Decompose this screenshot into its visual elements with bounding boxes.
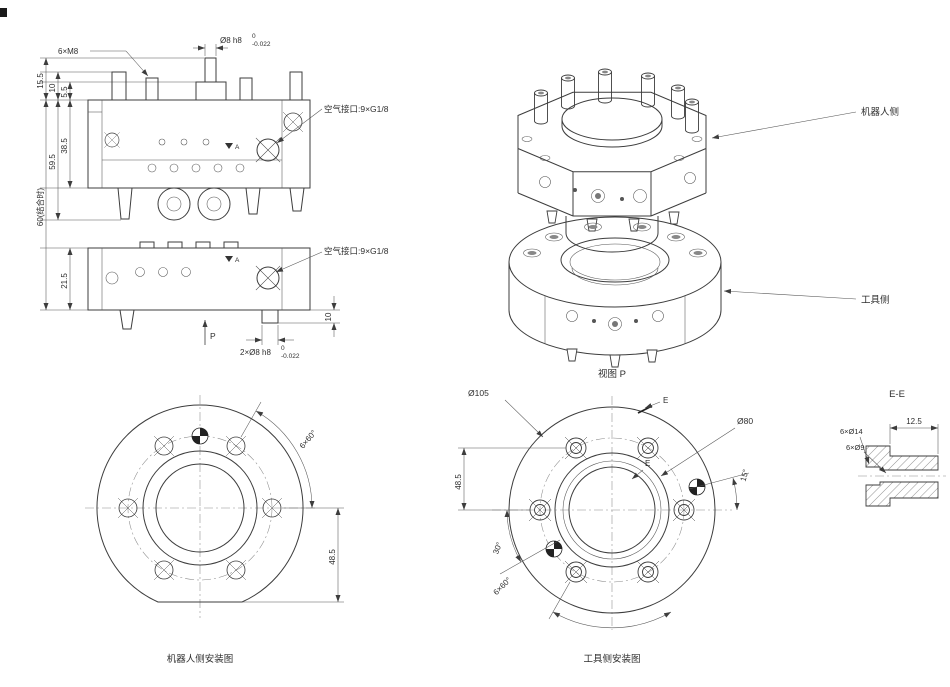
bolt-hole bbox=[153, 435, 175, 457]
dim-6xphi14: 6×Ø14 bbox=[840, 427, 863, 436]
cbore-hole bbox=[636, 436, 660, 460]
cbore-hole bbox=[564, 436, 588, 460]
locating-pin bbox=[646, 349, 658, 363]
lower-pin-dim: 2×Ø8 h8 0 -0.022 10 bbox=[240, 296, 340, 360]
locating-pin bbox=[609, 354, 621, 368]
coupling-features bbox=[117, 187, 305, 221]
dim-2x-pin-tol-u: 0 bbox=[281, 345, 285, 352]
dim-59-5: 59.5 bbox=[48, 154, 57, 170]
tool-side-label: 工具侧 bbox=[861, 294, 890, 306]
robot-mount-view: 6×60° 48.5 机器人侧安装图 bbox=[85, 395, 344, 665]
spacing-dim: 6×60° bbox=[240, 401, 344, 509]
bore-callout: Ø80 bbox=[660, 416, 753, 477]
cbore-hole bbox=[564, 560, 588, 584]
spacing-dim: 6×60° bbox=[492, 576, 672, 629]
angle-30-dim: 30° bbox=[491, 509, 561, 575]
dim-phi105: Ø105 bbox=[468, 388, 489, 398]
dim-48-5-right: 48.5 bbox=[242, 508, 344, 603]
robot-mount-caption: 机器人侧安装图 bbox=[167, 653, 234, 665]
bolt-hole bbox=[153, 559, 175, 581]
iso-view: 机器人侧 工具侧 视图 P bbox=[508, 68, 899, 380]
section-e-inner: E bbox=[645, 459, 650, 468]
dim-10-bottom: 10 bbox=[324, 312, 333, 321]
stud-pin bbox=[685, 98, 699, 134]
robot-side-label: 机器人侧 bbox=[861, 106, 899, 118]
angle-15-dim: 15° bbox=[688, 468, 751, 511]
air-port-hole bbox=[255, 137, 281, 163]
dim-48-5-left: 48.5 bbox=[454, 447, 566, 511]
air-port-label-top: 空气接口:9×G1/8 bbox=[324, 104, 389, 114]
dim-15-5: 15.5 bbox=[36, 73, 45, 89]
air-port-callouts: 空气接口:9×G1/8 空气接口:9×G1/8 bbox=[275, 104, 389, 273]
view-arrow-p: P bbox=[202, 320, 216, 345]
dim-10-top: 10 bbox=[48, 83, 57, 92]
air-port-label-bottom: 空气接口:9×G1/8 bbox=[324, 246, 389, 256]
dim-48-5: 48.5 bbox=[328, 549, 337, 565]
port-hole bbox=[282, 111, 304, 133]
datum-a-lower: A bbox=[235, 257, 240, 264]
view-arrow-label: P bbox=[210, 331, 216, 341]
dim-12-5: 12.5 bbox=[906, 417, 922, 426]
dim-38-5: 38.5 bbox=[60, 138, 69, 154]
iso-leaders: 机器人侧 工具侧 bbox=[711, 106, 899, 306]
iso-tool-disc bbox=[508, 216, 722, 368]
dim-30deg: 30° bbox=[491, 541, 504, 555]
dim-2x-pin: 2×Ø8 h8 bbox=[240, 348, 271, 357]
tool-mount-view: Ø105 Ø80 15° 30° 6×60° 48.5 bbox=[454, 388, 753, 665]
iso-robot-disc bbox=[517, 68, 707, 253]
dim-60-coupled: 60(结合时) bbox=[35, 188, 45, 227]
section-markers: E E bbox=[631, 396, 668, 480]
height-dimensions: 15.5 60(结合时) 10 59.5 5.5 38.5 21.5 bbox=[35, 58, 73, 310]
datum-target bbox=[191, 427, 209, 445]
dim-48-5: 48.5 bbox=[454, 474, 463, 490]
bolt-hole bbox=[225, 435, 247, 457]
robot-plate-outline bbox=[96, 404, 304, 603]
section-e-top: E bbox=[663, 396, 668, 405]
dim-6x60: 6×60° bbox=[298, 428, 319, 450]
iso-caption: 视图 P bbox=[598, 368, 626, 380]
tool-mount-caption: 工具侧安装图 bbox=[583, 653, 640, 665]
dim-pin-tol-u: 0 bbox=[252, 33, 256, 40]
coupling-pin bbox=[628, 218, 640, 232]
counterbore-holes bbox=[523, 222, 707, 258]
datum-a-upper: A bbox=[235, 144, 240, 151]
dim-21-5: 21.5 bbox=[60, 273, 69, 289]
stud-pin bbox=[534, 89, 548, 125]
stud-pin bbox=[641, 72, 655, 108]
dim-pin: Ø8 h8 bbox=[220, 36, 242, 45]
air-port-hole bbox=[255, 265, 281, 291]
coupling-pin bbox=[586, 218, 598, 232]
dim-5-5: 5.5 bbox=[60, 86, 69, 98]
coupling-pin bbox=[546, 210, 558, 224]
section-material-lower bbox=[865, 481, 939, 507]
datum-flag bbox=[225, 256, 233, 262]
dim-phi80: Ø80 bbox=[737, 416, 753, 426]
upper-plate: A bbox=[87, 57, 311, 189]
m8-callout: 6×M8 bbox=[58, 47, 149, 77]
section-dims: 12.5 6×Ø14 6×Ø9 bbox=[840, 417, 939, 474]
dim-6x60: 6×60° bbox=[492, 576, 513, 597]
locating-pin bbox=[566, 348, 578, 362]
datum-flag bbox=[225, 143, 233, 149]
section-view: E-E 12.5 6×Ø14 6×Ø9 bbox=[840, 389, 946, 507]
dim-pin-tol-l: -0.022 bbox=[252, 41, 271, 48]
bcd-callout: Ø105 bbox=[468, 388, 544, 438]
cbore-hole bbox=[636, 560, 660, 584]
pin-dim-callout: Ø8 h8 0 -0.022 bbox=[193, 33, 271, 56]
bolt-hole bbox=[225, 559, 247, 581]
section-title: E-E bbox=[889, 389, 905, 400]
lower-plate: A bbox=[87, 241, 311, 330]
side-view: 15.5 60(结合时) 10 59.5 5.5 38.5 21.5 bbox=[35, 33, 389, 360]
dim-2x-pin-tol-l: -0.022 bbox=[281, 353, 300, 360]
sheet-corner-mark bbox=[0, 8, 7, 17]
label-6xM8: 6×M8 bbox=[58, 47, 79, 56]
port-hole bbox=[103, 131, 121, 149]
coupling-pin bbox=[668, 211, 680, 225]
dim-6xphi9: 6×Ø9 bbox=[846, 443, 865, 452]
section-material-upper bbox=[865, 445, 939, 471]
dim-15deg: 15° bbox=[739, 468, 751, 482]
